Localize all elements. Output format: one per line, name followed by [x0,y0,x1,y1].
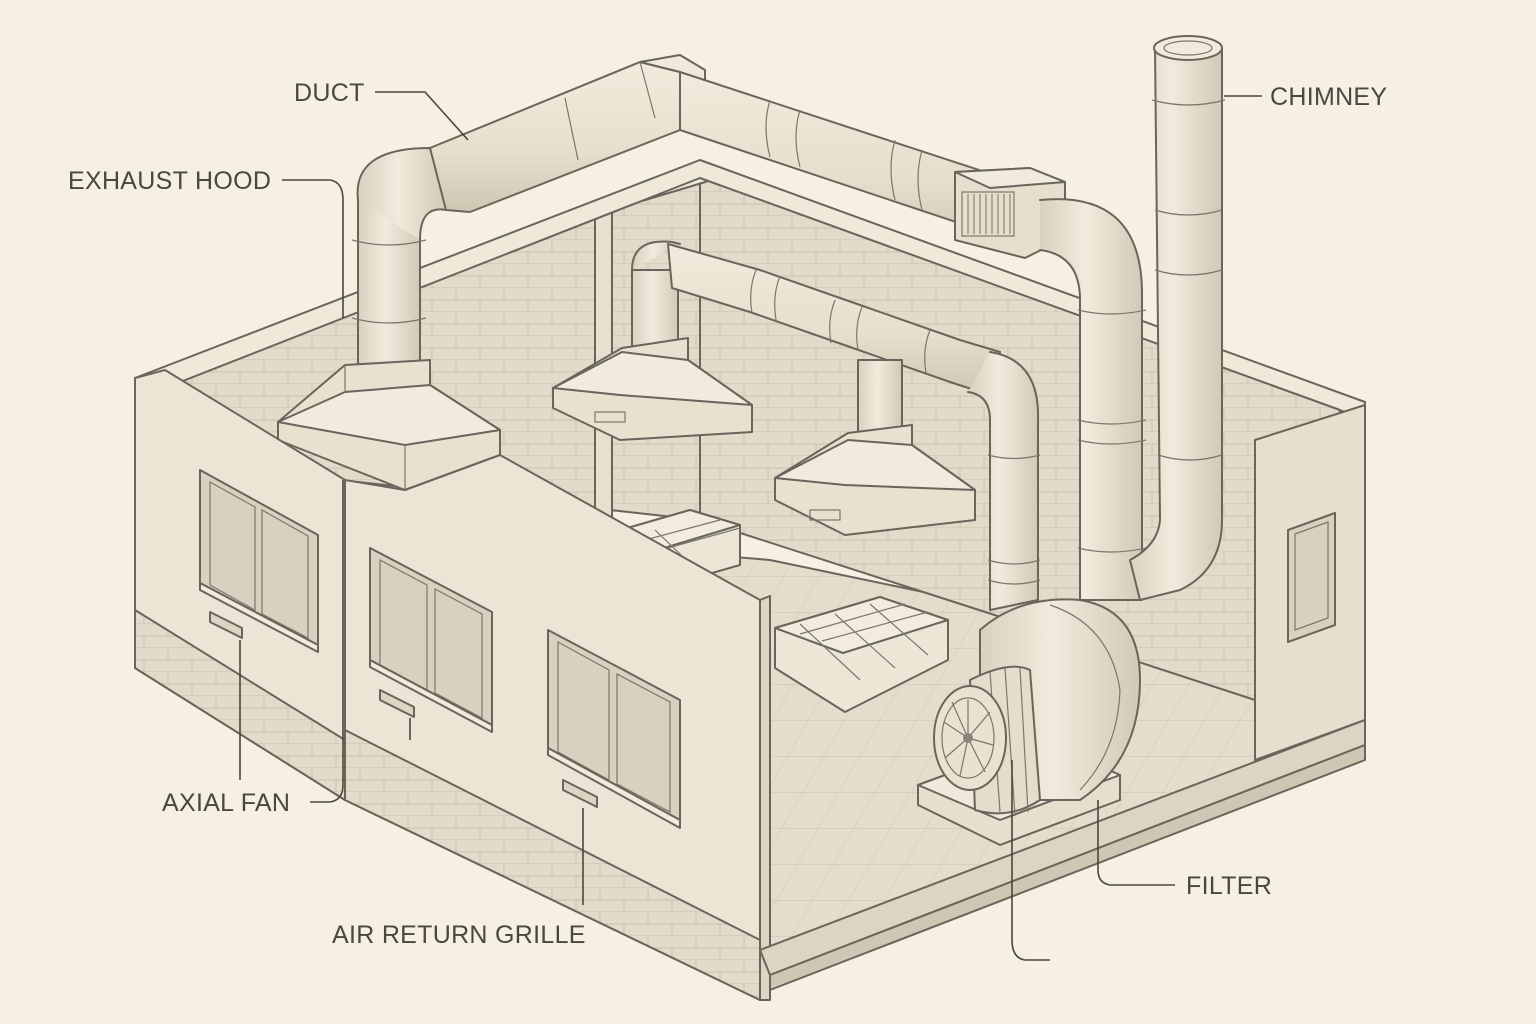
label-air-return-grille: AIR RETURN GRILLE [332,921,586,949]
air-return-grilles [209,611,598,808]
leader-duct [375,91,469,141]
leader-fan-motor [1011,760,1050,961]
right-window-frame [1287,512,1336,643]
label-duct: DUCT [294,79,365,107]
leader-lines [239,91,1262,961]
fan-assembly [917,598,1141,846]
window-1 [199,469,319,653]
label-filter: FILTER [1186,872,1272,900]
main-duct [277,54,1147,601]
chimney [1129,35,1226,601]
right-window-glass [1294,521,1329,631]
window-3 [547,629,681,829]
label-axial-fan: AXIAL FAN [162,789,290,817]
interior-ducts [552,240,1041,611]
leader-exhaust-hood [282,179,344,318]
label-exhaust-hood: EXHAUST HOOD [68,167,271,195]
window-2 [369,547,493,733]
leader-axial-fan [310,480,344,803]
labels: DUCT EXHAUST HOOD CHIMNEY AXIAL FAN FILT… [68,79,1387,949]
windows [199,469,681,829]
label-chimney: CHIMNEY [1270,83,1387,111]
leader-filter [1097,800,1175,886]
